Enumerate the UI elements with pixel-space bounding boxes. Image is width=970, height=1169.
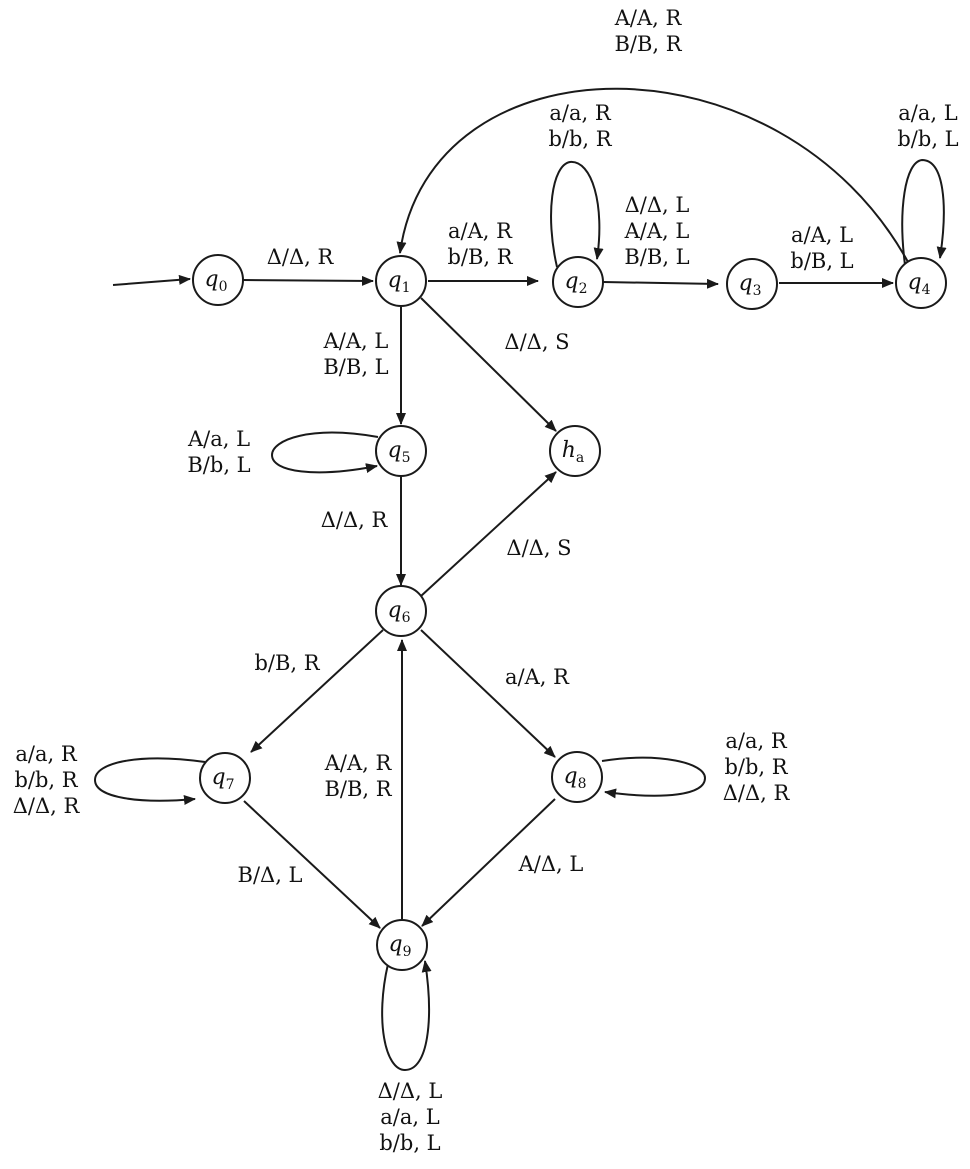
transition-label-q8-loop-1: b/b, R (724, 755, 788, 779)
edge-q7-q9 (243, 800, 381, 929)
transition-label-q4-q1-1: B/B, R (614, 32, 682, 56)
edge-q6-ha (420, 471, 557, 597)
edge-q0-q1 (242, 275, 374, 286)
state-circle-q6 (375, 585, 427, 637)
transition-label-q7-loop-0: a/a, R (15, 742, 77, 766)
transition-label-q9-loop-2: b/b, L (379, 1131, 440, 1155)
transition-label-q4-loop-1: b/b, L (897, 127, 958, 151)
state-label-q5: q5 (387, 438, 410, 466)
state-q1: q1 (375, 255, 427, 307)
state-label-q8: q8 (563, 764, 586, 792)
state-q6: q6 (375, 585, 427, 637)
start-arrow (112, 274, 191, 286)
state-q5: q5 (375, 425, 427, 477)
transition-label-q3-q4-1: b/B, L (790, 249, 853, 273)
transition-label-q1-q5-1: B/B, L (323, 355, 388, 379)
transition-label-q5-loop-0: A/a, L (187, 427, 250, 451)
transition-label-q6-q7-0: b/B, R (254, 651, 320, 675)
transition-label-q1-q5-0: A/A, L (323, 329, 389, 353)
state-circle-q4 (895, 257, 947, 309)
state-label-q1: q1 (387, 268, 410, 296)
edge-q2-q3 (602, 278, 719, 289)
labels-layer: Δ/Δ, Ra/A, Rb/B, Ra/a, Rb/b, RΔ/Δ, LA/A,… (13, 6, 959, 1155)
transition-label-q9-q6-1: B/B, R (324, 777, 392, 801)
edge-q5-loop (270, 431, 379, 474)
state-ha: ha (549, 425, 601, 477)
transition-label-q6-ha-0: Δ/Δ, S (506, 536, 571, 560)
state-circle-q3 (726, 258, 778, 310)
transition-label-q2-loop-1: b/b, R (548, 127, 612, 151)
transition-label-q8-q9-0: A/Δ, L (518, 852, 584, 876)
transition-label-q7-q9-0: B/Δ, L (238, 863, 303, 887)
transition-label-q1-q2-0: a/A, R (448, 219, 513, 243)
state-q3: q3 (726, 258, 778, 310)
edge-q9-loop (381, 960, 432, 1072)
edge-q8-loop (601, 756, 707, 799)
edge-q6-q8 (420, 629, 556, 758)
edge-q1-ha (420, 297, 557, 432)
state-label-q6: q6 (387, 598, 410, 626)
transition-label-q4-q1-0: A/A, R (614, 6, 683, 30)
state-circle-q0 (192, 254, 244, 306)
state-circle-q9 (376, 919, 428, 971)
state-circle-ha (549, 425, 601, 477)
edge-q8-q9 (421, 798, 556, 927)
state-circle-q2 (552, 256, 604, 308)
state-label-q3: q3 (738, 271, 761, 299)
state-label-q7: q7 (211, 765, 234, 793)
state-label-q0: q0 (204, 267, 227, 295)
state-q7: q7 (199, 752, 251, 804)
state-q0: q0 (192, 254, 244, 306)
state-circle-q8 (551, 751, 603, 803)
transition-label-q8-loop-0: a/a, R (725, 729, 787, 753)
transition-label-q3-q4-0: a/A, L (791, 223, 853, 247)
transition-label-q5-loop-1: B/b, L (187, 453, 250, 477)
edge-q4-loop (901, 158, 947, 266)
transition-label-q2-q3-2: B/B, L (624, 245, 689, 269)
state-q4: q4 (895, 257, 947, 309)
transition-label-q2-q3-0: Δ/Δ, L (625, 193, 690, 217)
transition-label-q5-q6-0: Δ/Δ, R (321, 508, 389, 532)
transition-label-q2-loop-0: a/a, R (549, 101, 611, 125)
transition-label-q1-ha-0: Δ/Δ, S (504, 330, 569, 354)
transition-label-q8-loop-2: Δ/Δ, R (723, 781, 791, 805)
edge-q2-loop (550, 160, 604, 268)
edge-q4-q1 (396, 87, 909, 263)
state-circle-q7 (199, 752, 251, 804)
transition-label-q9-loop-1: a/a, L (380, 1105, 439, 1129)
state-label-q9: q9 (388, 932, 411, 960)
transition-label-q1-q2-1: b/B, R (447, 245, 513, 269)
state-label-q4: q4 (907, 270, 930, 298)
state-circle-q5 (375, 425, 427, 477)
states-layer: q0 q1 q2 q3 q4 q5 ha q6 q7 q8 q9 (192, 254, 947, 971)
state-q2: q2 (552, 256, 604, 308)
transition-label-q4-loop-0: a/a, L (898, 101, 957, 125)
transition-label-q9-q6-0: A/A, R (324, 751, 393, 775)
transition-label-q9-loop-0: Δ/Δ, L (378, 1079, 443, 1103)
transition-label-q0-q1-0: Δ/Δ, R (267, 245, 335, 269)
edge-q6-q7 (250, 629, 384, 753)
state-q8: q8 (551, 751, 603, 803)
state-label-q2: q2 (564, 269, 587, 297)
transition-label-q2-q3-1: A/A, L (624, 219, 690, 243)
edge-q7-loop (93, 757, 206, 805)
state-circle-q1 (375, 255, 427, 307)
state-q9: q9 (376, 919, 428, 971)
transition-label-q7-loop-2: Δ/Δ, R (13, 794, 81, 818)
transition-label-q7-loop-1: b/b, R (14, 768, 78, 792)
transition-label-q6-q8-0: a/A, R (505, 665, 570, 689)
state-label-ha: ha (562, 438, 585, 466)
